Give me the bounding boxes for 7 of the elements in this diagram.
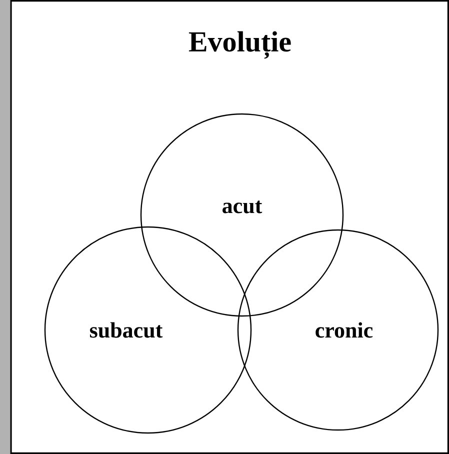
- circle-label: subacut: [90, 322, 163, 338]
- circle-label: cronic: [316, 322, 373, 338]
- circle-label: acut: [222, 200, 262, 214]
- circle: [44, 226, 252, 434]
- circle: [140, 113, 344, 317]
- title: Evoluție: [188, 31, 291, 59]
- circle: [237, 229, 439, 431]
